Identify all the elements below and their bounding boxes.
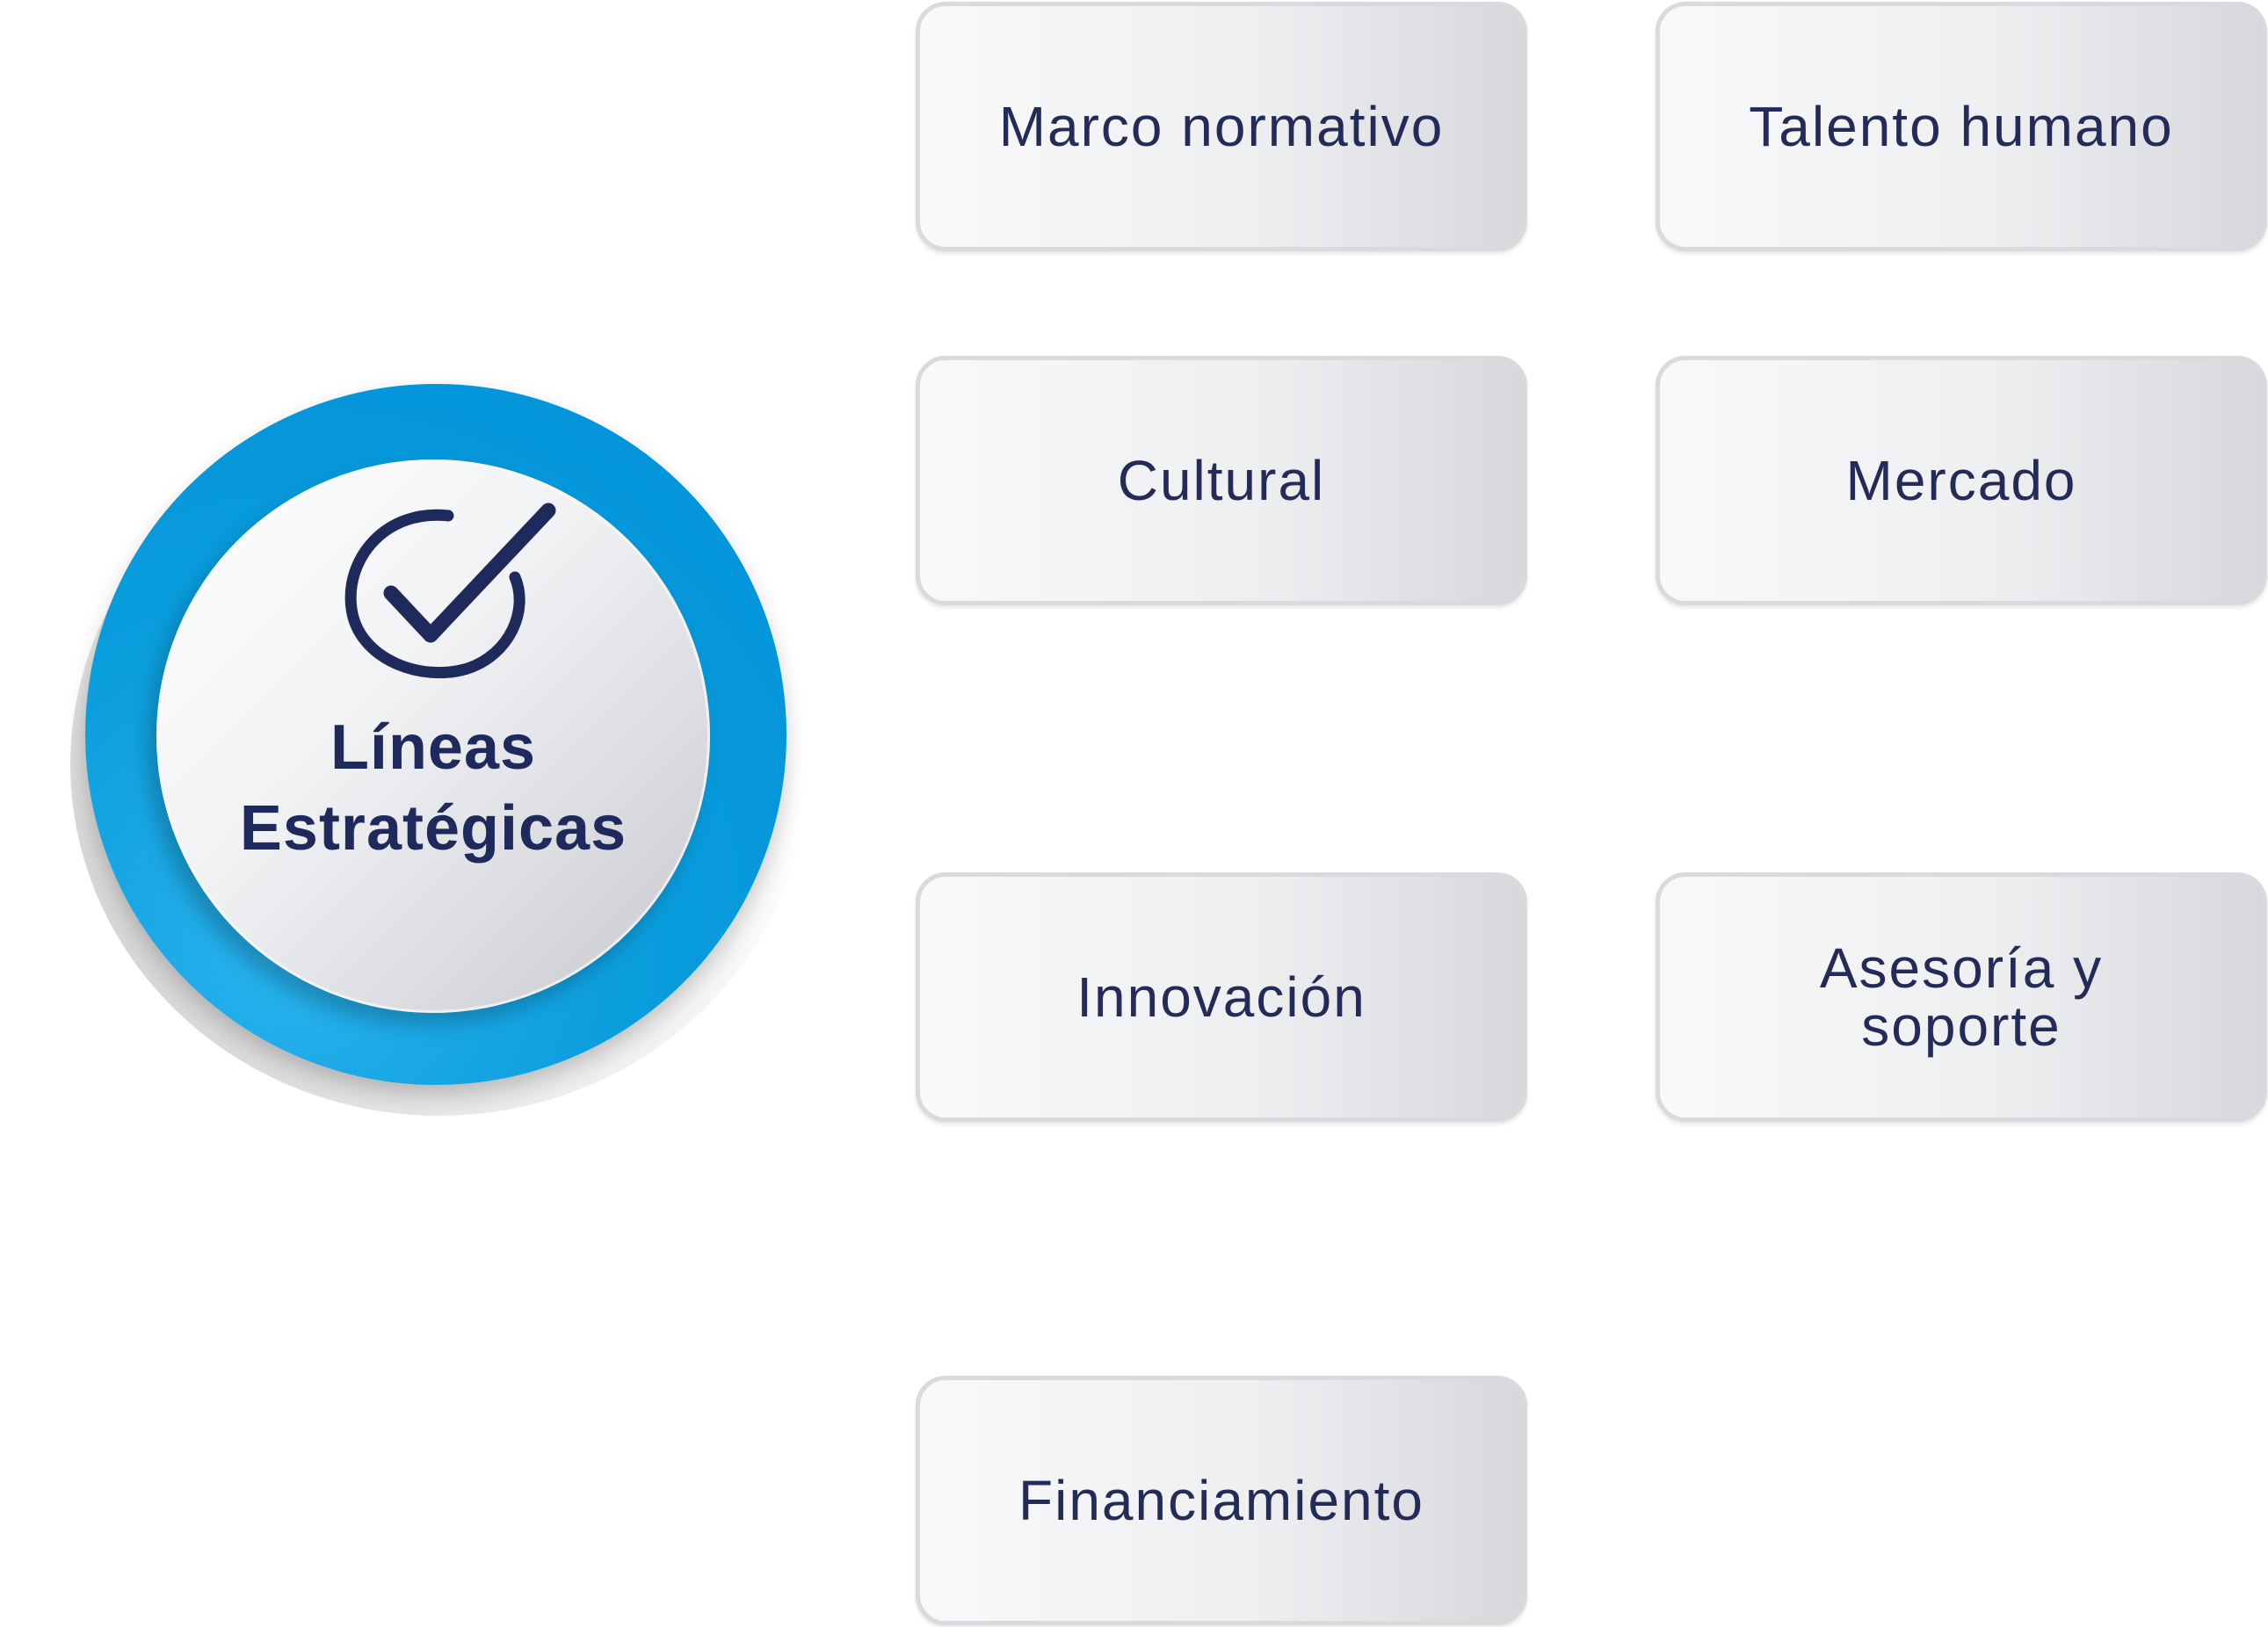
card-label: Cultural bbox=[1117, 449, 1326, 512]
card-innovacion: Innovación bbox=[916, 872, 1527, 1122]
card-cultural: Cultural bbox=[916, 356, 1527, 605]
card-label: Mercado bbox=[1845, 449, 2077, 512]
card-label: Innovación bbox=[1076, 965, 1366, 1029]
hub-title-line-2: Estratégicas bbox=[239, 793, 627, 864]
card-label: Marco normativo bbox=[998, 95, 1445, 158]
card-marco-normativo: Marco normativo bbox=[916, 2, 1527, 251]
card-label: Asesoría y soporte bbox=[1819, 936, 2104, 1058]
card-talento-humano: Talento humano bbox=[1656, 2, 2267, 251]
hub-center-disc bbox=[156, 459, 710, 1013]
card-financiamiento: Financiamiento bbox=[916, 1376, 1527, 1625]
card-mercado: Mercado bbox=[1656, 356, 2267, 605]
card-label: Talento humano bbox=[1749, 95, 2174, 158]
hub-title-line-1: Líneas bbox=[330, 712, 537, 783]
card-label: Financiamiento bbox=[1018, 1469, 1424, 1532]
card-asesoria-y-soporte: Asesoría y soporte bbox=[1656, 872, 2267, 1122]
checkmark-circle-icon bbox=[344, 503, 556, 679]
